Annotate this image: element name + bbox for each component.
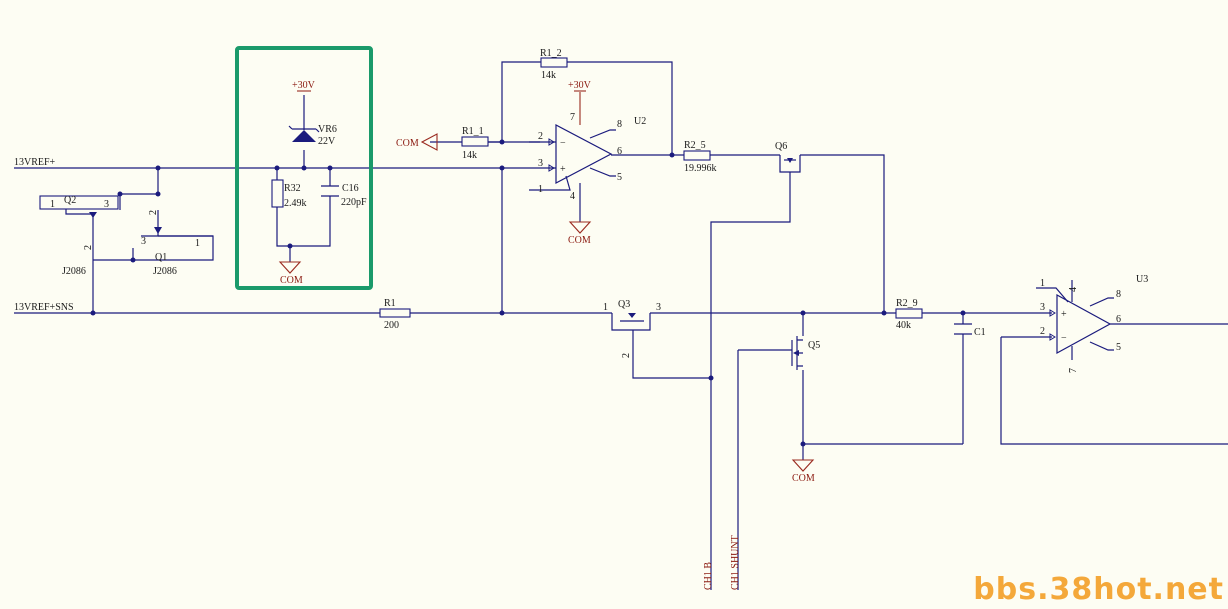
u2-pin-3: 3 (538, 158, 543, 169)
u2-opamp: +30V − + 2 3 1 4 6 7 8 5 U2 COM (529, 80, 646, 246)
q3-pin-3: 3 (656, 302, 661, 313)
net-label-ch-shunt: CH1 SHUNT (730, 535, 741, 590)
c16-value: 220pF (341, 197, 367, 208)
vr6-ref: VR6 (318, 124, 337, 135)
r32-ref: R32 (284, 183, 301, 194)
power-30v-zener: +30V (292, 80, 316, 92)
r1-2-value: 14k (541, 70, 556, 81)
u2-pin-5: 5 (617, 172, 622, 183)
c1-capacitor: C1 (954, 323, 986, 338)
u3-pin-7: 7 (1068, 368, 1079, 373)
c1-ref: C1 (974, 327, 986, 338)
r1-ref: R1 (384, 298, 396, 309)
u3-pin-6: 6 (1116, 314, 1121, 325)
u2-com-label: COM (568, 235, 591, 246)
q3-pin-1: 1 (603, 302, 608, 313)
r1-value: 200 (384, 320, 399, 331)
u3-pin-1: 1 (1040, 278, 1045, 289)
u2-plus: + (560, 164, 566, 175)
com-ground-q5: COM (791, 459, 815, 484)
com-label-zener: COM (280, 275, 303, 286)
r2-5-ref: R2_5 (684, 140, 706, 151)
wires (14, 61, 1228, 590)
watermark: bbs.38hot.net (973, 572, 1224, 607)
u2-pin-7: 7 (570, 112, 575, 123)
q2-label: Q2 (64, 195, 76, 206)
u2-pin-1: 1 (538, 184, 543, 195)
r1-1-resistor: R1_1 14k (461, 126, 489, 161)
vr6-value: 22V (318, 136, 336, 147)
com-ground-u2-input: COM (396, 133, 438, 151)
vr6-zener: VR6 22V (288, 124, 337, 147)
r1-2-ref: R1_2 (540, 48, 562, 59)
r2-5-resistor: R2_5 19.996k (683, 140, 717, 174)
q2-jfet: Q2 1 3 2 J2086 (39, 195, 119, 277)
q2-pin-2: 2 (83, 245, 94, 250)
q2-pin-3: 3 (104, 199, 109, 210)
u2-power-label: +30V (568, 80, 592, 91)
u2-pin-4: 4 (570, 191, 575, 202)
q1-pin-3: 3 (141, 236, 146, 247)
q5-mosfet: Q5 (791, 336, 820, 370)
net-label-ch-b: CH1 B (703, 562, 714, 590)
r1-2-resistor: R1_2 14k (540, 48, 568, 81)
u2-pin-6: 6 (617, 146, 622, 157)
u3-pin-5: 5 (1116, 342, 1121, 353)
r32-resistor: R32 2.49k (271, 179, 307, 209)
q1-jfet: 3 1 2 Q1 J2086 (141, 210, 213, 277)
q1-pin-2: 2 (148, 210, 159, 215)
r32-value: 2.49k (284, 198, 307, 209)
u3-opamp: + − 1 3 2 4 7 8 6 5 U3 (1036, 274, 1148, 373)
net-label-vref-sns: 13VREF+SNS (14, 302, 74, 313)
q1-pin-1: 1 (195, 238, 200, 249)
q6-ref: Q6 (775, 141, 787, 152)
u2-pin-2: 2 (538, 131, 543, 142)
u2-ref: U2 (634, 116, 646, 127)
c16-capacitor: C16 220pF (321, 183, 367, 208)
r2-9-resistor: R2_9 40k (895, 298, 923, 331)
r1-resistor: R1 200 (379, 298, 411, 331)
highlight-box (235, 46, 373, 290)
r2-9-value: 40k (896, 320, 911, 331)
q3-mosfet: Q3 1 3 2 (603, 299, 661, 358)
net-label-vref: 13VREF+ (14, 157, 56, 168)
r1-1-value: 14k (462, 150, 477, 161)
u2-pin-8: 8 (617, 119, 622, 130)
q1-label: Q1 (155, 252, 167, 263)
c16-ref: C16 (342, 183, 359, 194)
u3-pin-3: 3 (1040, 302, 1045, 313)
q2-pin-1: 1 (50, 199, 55, 210)
com-label-u2-input: COM (396, 138, 419, 149)
u2-minus: − (560, 138, 566, 149)
r2-5-value: 19.996k (684, 163, 717, 174)
q3-ref: Q3 (618, 299, 630, 310)
u3-minus: − (1061, 333, 1067, 344)
q2-value: J2086 (62, 266, 86, 277)
q5-ref: Q5 (808, 340, 820, 351)
junction-dots (90, 139, 966, 447)
q3-pin-2: 2 (621, 353, 632, 358)
com-ground-zener: COM (278, 261, 303, 286)
u3-pin-2: 2 (1040, 326, 1045, 337)
q1-value: J2086 (153, 266, 177, 277)
u3-pin-4: 4 (1068, 287, 1079, 292)
r2-9-ref: R2_9 (896, 298, 918, 309)
r1-1-ref: R1_1 (462, 126, 484, 137)
u3-ref: U3 (1136, 274, 1148, 285)
power-30v-label: +30V (292, 80, 316, 91)
q6-mosfet: Q6 (775, 141, 801, 173)
u3-pin-8: 8 (1116, 289, 1121, 300)
u3-plus: + (1061, 309, 1067, 320)
com-label-q5: COM (792, 473, 815, 484)
